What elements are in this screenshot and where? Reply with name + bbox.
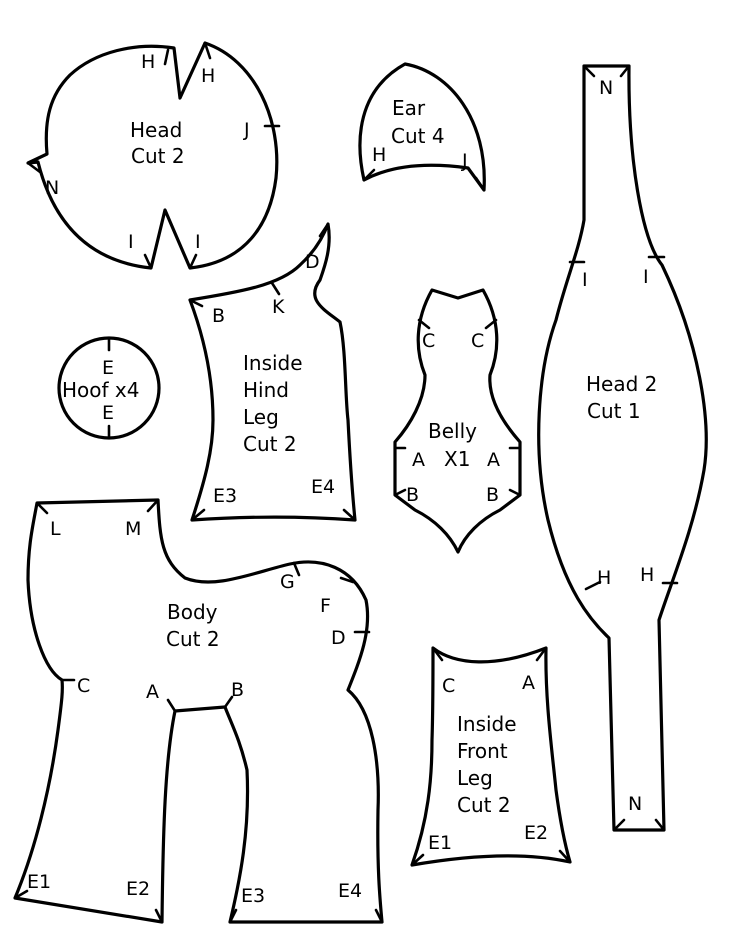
ear-count: Cut 4 (391, 124, 445, 148)
belly-notch-c1: C (422, 330, 435, 352)
hind-leg-line3: Leg (243, 405, 279, 429)
belly-outline (393, 288, 522, 554)
front-leg-line2: Front (457, 739, 508, 763)
head-notch-h1: H (141, 51, 155, 73)
belly-notch-a1: A (412, 449, 425, 471)
head-notch-i1: I (128, 231, 134, 253)
front-leg-notch-e2: E2 (524, 822, 548, 844)
head2-notch-h1: H (597, 567, 611, 589)
body-notch-e1: E1 (27, 871, 51, 893)
head-title: Head (130, 118, 182, 142)
head2-piece: N I I H H N Head 2 Cut 1 (537, 64, 708, 832)
ear-title: Ear (392, 96, 426, 120)
belly-title: Belly (428, 419, 477, 443)
ear-piece: Ear Cut 4 H J (358, 62, 486, 192)
head2-notch-n2: N (628, 793, 642, 815)
head2-count: Cut 1 (587, 399, 641, 423)
head2-notch-i2: I (643, 266, 649, 288)
head-notch-j: J (243, 119, 250, 141)
head-notch-i2: I (195, 231, 201, 253)
front-leg-notch-c: C (442, 675, 455, 697)
body-notch-f: F (320, 595, 331, 617)
ear-notch-h: H (372, 144, 386, 166)
front-leg-notch-e1: E1 (428, 832, 452, 854)
front-leg-piece: C A E1 E2 Inside Front Leg Cut 2 (410, 646, 572, 867)
head-notch-h2: H (201, 65, 215, 87)
hind-leg-line2: Hind (243, 378, 289, 402)
hoof-title: Hoof x4 (62, 378, 139, 402)
hoof-notch-e2: E (102, 402, 114, 424)
head-piece: H H J N I I Head Cut 2 (26, 41, 281, 270)
hind-leg-piece: B K D E3 E4 Inside Hind Leg Cut 2 (188, 222, 357, 522)
body-title: Body (167, 600, 218, 624)
head2-notch-i1: I (582, 269, 588, 291)
head-notch-n: N (45, 177, 59, 199)
body-notch-a: A (146, 681, 159, 703)
body-notch-e2: E2 (126, 878, 150, 900)
body-notch-b: B (231, 679, 244, 701)
front-leg-line4: Cut 2 (457, 793, 511, 817)
head2-notch-h2: H (640, 564, 654, 586)
hind-leg-notch-e4: E4 (311, 476, 335, 498)
ear-notch-j: J (461, 150, 468, 172)
body-notch-e4: E4 (338, 880, 362, 902)
body-notch-m: M (125, 518, 141, 540)
hind-leg-notch-b: B (212, 305, 225, 327)
front-leg-line1: Inside (457, 712, 517, 736)
belly-notch-b2: B (486, 484, 499, 506)
body-notch-g: G (280, 571, 295, 593)
hind-leg-line4: Cut 2 (243, 432, 297, 456)
ear-outline (358, 62, 486, 192)
belly-piece: C C A A B B Belly X1 (393, 288, 522, 554)
head2-outline (537, 64, 708, 832)
head2-title: Head 2 (586, 372, 657, 396)
hind-leg-notch-e3: E3 (213, 485, 237, 507)
belly-notch-b1: B (406, 484, 419, 506)
body-notch-c: C (77, 675, 90, 697)
hoof-notch-e1: E (102, 357, 114, 379)
body-notch-d: D (331, 627, 346, 649)
hind-leg-notch-k: K (272, 296, 285, 318)
front-leg-notch-a: A (522, 672, 535, 694)
hoof-piece: E Hoof x4 E (57, 336, 161, 440)
belly-notch-c2: C (471, 330, 484, 352)
head2-notch-n1: N (599, 77, 613, 99)
body-piece: L M G F D C A B E1 E2 E3 E4 Body Cut 2 (13, 498, 384, 924)
hind-leg-outline (188, 222, 357, 522)
body-notch-l: L (50, 518, 61, 540)
body-count: Cut 2 (166, 627, 220, 651)
belly-count: X1 (444, 447, 470, 471)
head-outline (26, 41, 279, 270)
body-notch-e3: E3 (241, 885, 265, 907)
hind-leg-notch-d: D (305, 251, 320, 273)
hind-leg-line1: Inside (243, 351, 303, 375)
head-count: Cut 2 (131, 144, 185, 168)
belly-notch-a2: A (487, 449, 500, 471)
front-leg-line3: Leg (457, 766, 493, 790)
body-outline (13, 498, 384, 924)
